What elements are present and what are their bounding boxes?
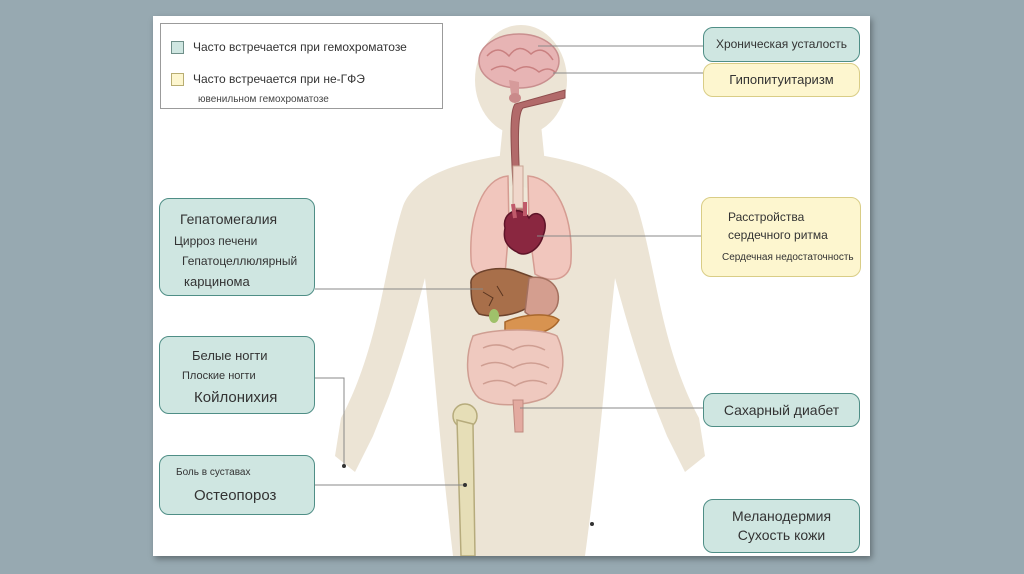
liver-line-3: Гепатоцеллюлярный	[182, 254, 297, 268]
joints-line-1: Боль в суставах	[176, 467, 251, 478]
heart-line-2: сердечного ритма	[728, 228, 828, 242]
liver-line-1: Гепатомегалия	[180, 211, 277, 227]
nails-line-3: Койлонихия	[194, 389, 277, 406]
legend-row-cream: Часто встречается при не-ГФЭ	[171, 72, 365, 86]
legend-swatch-cream	[171, 73, 184, 86]
hypopituitarism-box: Гипопитуитаризм	[703, 63, 860, 97]
nails-line-1: Белые ногти	[192, 348, 267, 363]
legend-cream-sublabel: ювенильном гемохроматозе	[198, 94, 329, 105]
skin-line-1: Меланодермия	[704, 508, 859, 524]
legend-cream-label: Часто встречается при не-ГФЭ	[193, 72, 365, 86]
hypopituitarism-label: Гипопитуитаризм	[704, 72, 859, 87]
rectum	[513, 400, 523, 432]
nails-box: Белые ногти Плоские ногти Койлонихия	[159, 336, 315, 414]
joints-box: Боль в суставах Остеопороз	[159, 455, 315, 515]
gallbladder	[489, 309, 499, 323]
skin-box: Меланодермия Сухость кожи	[703, 499, 860, 553]
liver-line-4: карцинома	[184, 274, 250, 289]
legend-swatch-teal	[171, 41, 184, 54]
liver-line-2: Цирроз печени	[174, 234, 257, 248]
diabetes-label: Сахарный диабет	[704, 402, 859, 418]
slide: Часто встречается при гемохроматозе Част…	[153, 16, 870, 556]
heart-line-1: Расстройства	[728, 210, 804, 224]
heart-line-3: Сердечная недостаточность	[722, 252, 854, 263]
fatigue-label: Хроническая усталость	[704, 37, 859, 51]
trachea	[513, 166, 523, 208]
fatigue-box: Хроническая усталость	[703, 27, 860, 62]
diabetes-box: Сахарный диабет	[703, 393, 860, 427]
intestines	[468, 330, 563, 405]
heart-box: Расстройства сердечного ритма Сердечная …	[701, 197, 861, 277]
legend: Часто встречается при гемохроматозе Част…	[160, 23, 443, 109]
nails-line-2: Плоские ногти	[182, 370, 256, 382]
legend-teal-label: Часто встречается при гемохроматозе	[193, 40, 407, 54]
joints-line-2: Остеопороз	[194, 487, 276, 504]
skin-line-2: Сухость кожи	[704, 527, 859, 543]
legend-row-teal: Часто встречается при гемохроматозе	[171, 40, 407, 54]
liver-box: Гепатомегалия Цирроз печени Гепатоцеллюл…	[159, 198, 315, 296]
